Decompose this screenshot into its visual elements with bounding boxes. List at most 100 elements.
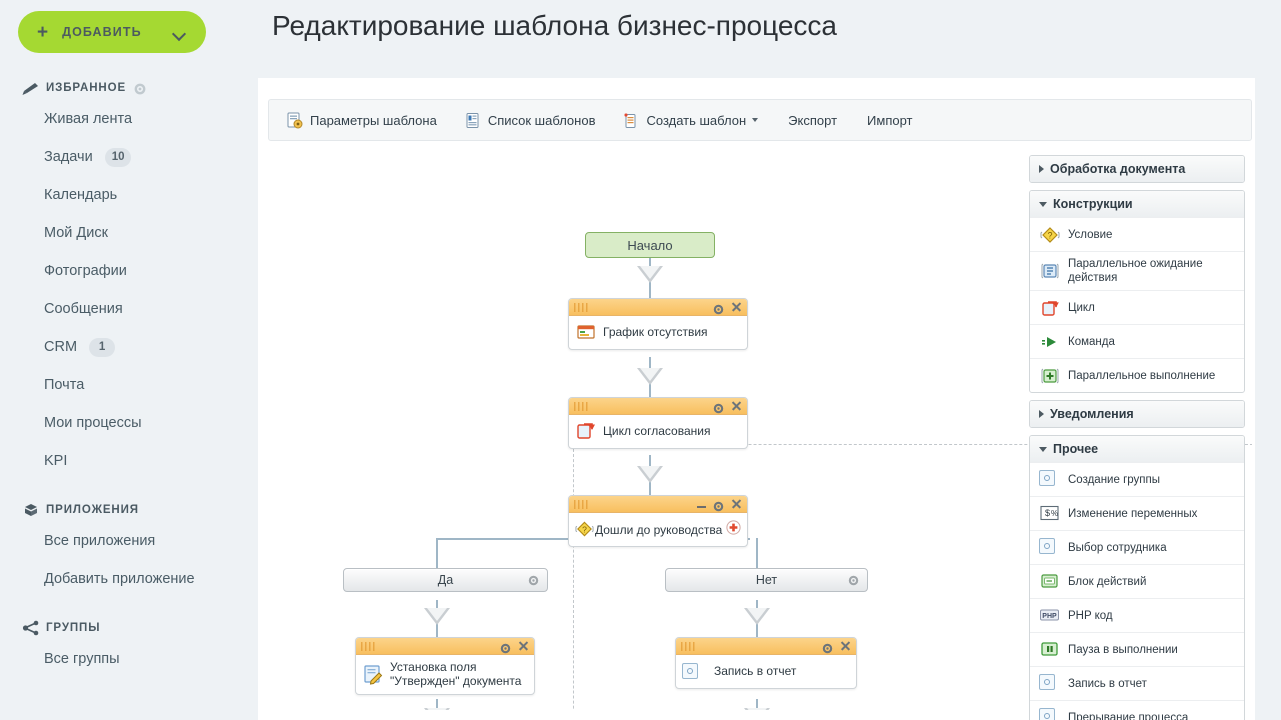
drag-handle-icon[interactable] bbox=[681, 641, 697, 651]
sidebar-item-calendar[interactable]: Календарь bbox=[0, 176, 258, 214]
sidebar-item-kpi[interactable]: KPI bbox=[0, 442, 258, 480]
toolbar-import[interactable]: Импорт bbox=[865, 100, 914, 140]
node-condition-reached-management[interactable]: ? Дошли до руководства bbox=[568, 495, 748, 547]
connector-arrow bbox=[637, 368, 663, 385]
accordion-header[interactable]: Конструкции bbox=[1030, 191, 1244, 217]
page-scrollbar-area[interactable] bbox=[1255, 0, 1281, 720]
sidebar-item-my-drive[interactable]: Мой Диск bbox=[0, 214, 258, 252]
node-header[interactable] bbox=[356, 638, 534, 655]
toolbar-item-label: Параметры шаблона bbox=[310, 112, 437, 128]
gear-icon[interactable] bbox=[848, 575, 859, 586]
close-icon[interactable] bbox=[731, 401, 742, 412]
action-item-select-employee[interactable]: Выбор сотрудника bbox=[1030, 530, 1244, 564]
sidebar-item-all-applications[interactable]: Все приложения bbox=[0, 522, 258, 560]
node-start[interactable]: Начало bbox=[585, 232, 715, 258]
node-approval-loop[interactable]: Цикл согласования bbox=[568, 397, 748, 449]
sidebar-item-label: Живая лента bbox=[44, 111, 133, 127]
action-item-action-block[interactable]: Блок действий bbox=[1030, 564, 1244, 598]
toolbar-item-label: Импорт bbox=[867, 112, 913, 128]
drag-handle-icon[interactable] bbox=[574, 499, 590, 509]
gear-icon[interactable] bbox=[822, 641, 833, 653]
sidebar-item-add-application[interactable]: Добавить приложение bbox=[0, 560, 258, 598]
sidebar-item-all-groups[interactable]: Все группы bbox=[0, 640, 258, 678]
action-item-label: Прерывание процесса bbox=[1068, 711, 1189, 720]
sidebar-item-my-processes[interactable]: Мои процессы bbox=[0, 404, 258, 442]
svg-text:%: % bbox=[1051, 509, 1058, 518]
add-branch-icon[interactable] bbox=[726, 519, 741, 540]
sidebar-item-tasks[interactable]: Задачи 10 bbox=[0, 138, 258, 176]
action-item-parallel-wait[interactable]: Параллельное ожидание действия bbox=[1030, 251, 1244, 290]
action-item-pause[interactable]: Пауза в выполнении bbox=[1030, 632, 1244, 666]
template-settings-icon bbox=[287, 112, 303, 129]
sidebar-item-live-feed[interactable]: Живая лента bbox=[0, 100, 258, 138]
node-body: Установка поля "Утвержден" документа bbox=[356, 655, 534, 694]
action-item-php-code[interactable]: PHP PHP код bbox=[1030, 598, 1244, 632]
sidebar-item-mail[interactable]: Почта bbox=[0, 366, 258, 404]
add-button[interactable]: + ДОБАВИТЬ bbox=[18, 11, 206, 53]
sidebar-item-messages[interactable]: Сообщения bbox=[0, 290, 258, 328]
toolbar-create-template[interactable]: Создать шаблон bbox=[621, 100, 760, 140]
minimize-icon[interactable] bbox=[697, 506, 706, 508]
square-dot-icon bbox=[1039, 707, 1061, 720]
action-item-change-variables[interactable]: $ % Изменение переменных bbox=[1030, 496, 1244, 530]
action-item-interrupt-process[interactable]: Прерывание процесса bbox=[1030, 700, 1244, 720]
pause-icon bbox=[1039, 640, 1061, 660]
sidebar-item-label: Почта bbox=[44, 377, 85, 393]
connector-line bbox=[436, 699, 438, 710]
node-label-line2: "Утвержден" документа bbox=[390, 674, 522, 688]
gear-icon[interactable] bbox=[134, 82, 146, 95]
gear-icon[interactable] bbox=[713, 401, 724, 413]
accordion-title: Обработка документа bbox=[1050, 162, 1186, 176]
accordion-header[interactable]: Прочее bbox=[1030, 436, 1244, 462]
close-icon[interactable] bbox=[840, 641, 851, 652]
accordion-header[interactable]: Уведомления bbox=[1030, 401, 1244, 427]
node-header[interactable] bbox=[569, 496, 747, 513]
action-item-label: Пауза в выполнении bbox=[1068, 643, 1178, 656]
svg-text:$: $ bbox=[1045, 508, 1050, 518]
action-item-loop[interactable]: Цикл bbox=[1030, 290, 1244, 324]
action-item-command[interactable]: Команда bbox=[1030, 324, 1244, 358]
node-absence-schedule[interactable]: График отсутствия bbox=[568, 298, 748, 350]
toolbar-export[interactable]: Экспорт bbox=[786, 100, 839, 140]
connector-line bbox=[649, 258, 651, 318]
gear-icon[interactable] bbox=[713, 499, 724, 511]
drag-handle-icon[interactable] bbox=[574, 401, 590, 411]
plus-icon: + bbox=[37, 21, 49, 43]
action-item-parallel-exec[interactable]: Параллельное выполнение bbox=[1030, 358, 1244, 392]
drag-handle-icon[interactable] bbox=[361, 641, 377, 651]
content-card: Параметры шаблона Список шаблонов bbox=[258, 78, 1257, 720]
gear-icon[interactable] bbox=[528, 575, 539, 586]
node-body: Цикл согласования bbox=[569, 415, 747, 448]
node-set-field-approved[interactable]: Установка поля "Утвержден" документа bbox=[355, 637, 535, 695]
node-header[interactable] bbox=[676, 638, 856, 655]
close-icon[interactable] bbox=[731, 499, 742, 510]
sidebar-item-label: Календарь bbox=[44, 187, 118, 203]
sidebar-section-applications[interactable]: ПРИЛОЖЕНИЯ bbox=[0, 498, 258, 522]
edit-document-icon bbox=[362, 663, 384, 685]
action-item-write-report[interactable]: Запись в отчет bbox=[1030, 666, 1244, 700]
node-body: Запись в отчет bbox=[676, 655, 856, 688]
sidebar-section-favorites[interactable]: ИЗБРАННОЕ bbox=[0, 76, 258, 100]
action-item-create-group[interactable]: Создание группы bbox=[1030, 462, 1244, 496]
node-header[interactable] bbox=[569, 398, 747, 415]
branch-button-no[interactable]: Нет bbox=[665, 568, 868, 592]
toolbar-template-list[interactable]: Список шаблонов bbox=[463, 100, 598, 140]
sidebar-section-groups[interactable]: ГРУППЫ bbox=[0, 616, 258, 640]
sidebar-item-photos[interactable]: Фотографии bbox=[0, 252, 258, 290]
accordion-header[interactable]: Обработка документа bbox=[1030, 156, 1244, 182]
flowchart-canvas[interactable]: Начало bbox=[268, 150, 1252, 710]
drag-handle-icon[interactable] bbox=[574, 302, 590, 312]
sidebar-item-crm[interactable]: CRM 1 bbox=[0, 328, 258, 366]
branch-button-yes[interactable]: Да bbox=[343, 568, 548, 592]
close-icon[interactable] bbox=[731, 302, 742, 313]
close-icon[interactable] bbox=[518, 641, 529, 652]
accordion-constructions: Конструкции ? Условие bbox=[1029, 190, 1245, 393]
toolbar-template-settings[interactable]: Параметры шаблона bbox=[285, 100, 439, 140]
square-dot-icon bbox=[1039, 469, 1061, 490]
action-item-condition[interactable]: ? Условие bbox=[1030, 217, 1244, 251]
gear-icon[interactable] bbox=[713, 302, 724, 314]
gear-icon[interactable] bbox=[500, 641, 511, 653]
node-header[interactable] bbox=[569, 299, 747, 316]
node-write-to-report[interactable]: Запись в отчет bbox=[675, 637, 857, 689]
